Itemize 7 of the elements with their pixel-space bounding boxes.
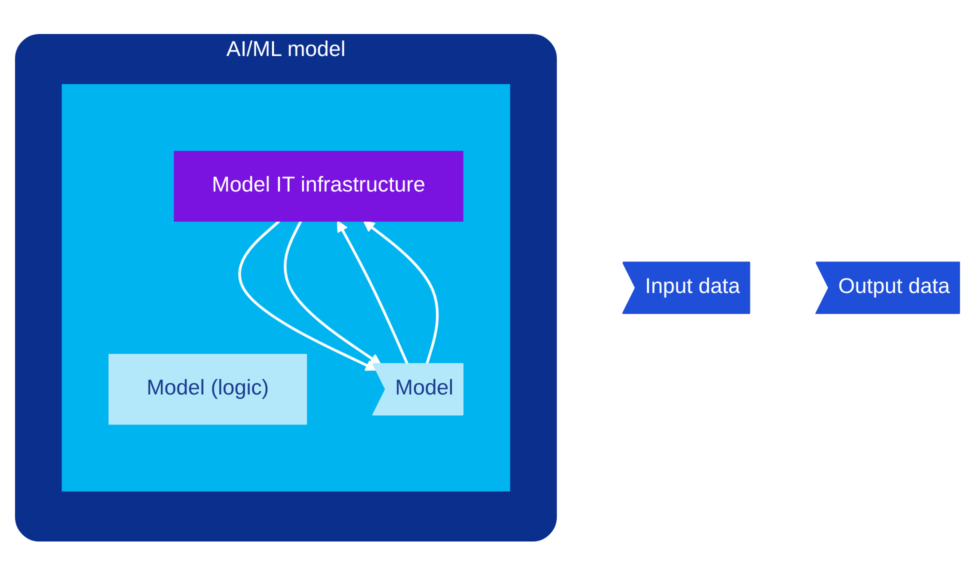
node-box: Model IT infrastructure [174,151,464,222]
arrow [238,220,378,371]
arrow [363,220,439,366]
cluster [62,84,510,492]
arrow [337,220,409,366]
node-box: Model (logic) [108,354,307,425]
arrow [284,220,382,366]
